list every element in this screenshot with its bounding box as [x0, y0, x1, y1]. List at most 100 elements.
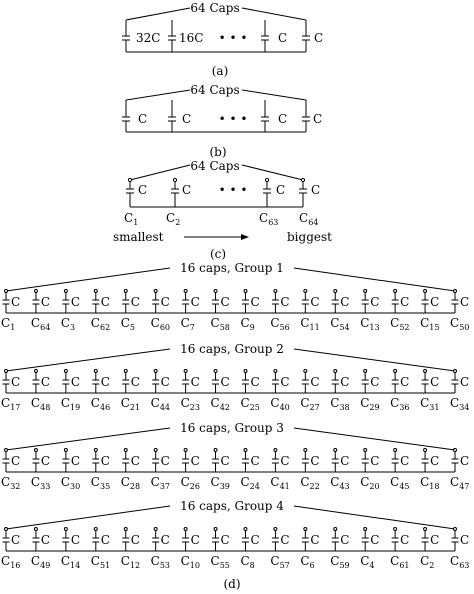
node-label: C40 — [270, 396, 289, 412]
cap-label: C — [221, 375, 230, 389]
node-label-letter: C — [270, 554, 279, 568]
capacitor-1-1 — [2, 291, 10, 313]
node-label-subscript: 8 — [250, 561, 255, 570]
node-label-letter: C — [330, 554, 339, 568]
capacitor-2-14 — [391, 371, 399, 393]
node-label-letter: C — [360, 396, 369, 410]
cap-label: C — [250, 454, 259, 468]
terminal-node — [423, 369, 428, 373]
node-label: C55 — [211, 554, 230, 570]
node-label-letter: C — [330, 316, 339, 330]
node-label-subscript: 59 — [339, 561, 349, 570]
top-fan-right — [293, 267, 456, 292]
capacitor-2-2 — [32, 371, 40, 393]
panel-c-wiring — [126, 164, 307, 208]
node-label-letter: C — [450, 554, 459, 568]
terminal-node — [123, 289, 128, 293]
capacitor-3-3 — [62, 450, 70, 472]
node-label-letter: C — [1, 396, 10, 410]
node-label: C27 — [300, 396, 319, 412]
node-label-subscript: 10 — [190, 561, 200, 570]
panel-b-cap-label-2: C — [182, 112, 191, 126]
node-label-subscript: 4 — [369, 561, 374, 570]
capacitor-3 — [261, 100, 269, 132]
node-label: C64 — [31, 316, 50, 332]
node-label-letter: C — [450, 396, 459, 410]
terminal-node — [127, 177, 133, 183]
terminal-node — [213, 369, 218, 373]
node-label: C59 — [330, 554, 349, 570]
node-label: C19 — [61, 396, 80, 412]
terminal-node — [63, 527, 68, 531]
terminal-node — [423, 448, 428, 452]
cap-label: C — [71, 454, 80, 468]
node-label: C49 — [31, 554, 50, 570]
terminal-node — [333, 527, 338, 531]
capacitor-1-9 — [241, 291, 249, 313]
node-label-letter: C — [31, 316, 40, 330]
capacitor-3-1 — [2, 450, 10, 472]
node-label: C34 — [450, 396, 469, 412]
node-label-subscript: 24 — [250, 482, 260, 491]
node-label-letter: C — [300, 554, 309, 568]
node-label: C2 — [420, 554, 434, 570]
capacitor-2-9 — [241, 371, 249, 393]
top-fan-right — [293, 427, 456, 451]
terminal-node — [172, 177, 178, 183]
cap-label: C — [221, 295, 230, 309]
capacitor-2-8 — [212, 371, 220, 393]
capacitor-2-4 — [92, 371, 100, 393]
cap-label: C — [161, 454, 170, 468]
top-fan-left — [129, 164, 191, 181]
node-label-subscript: 51 — [100, 561, 110, 570]
node-label: C39 — [211, 475, 230, 491]
terminal-node — [363, 289, 368, 293]
capacitor-2-13 — [361, 371, 369, 393]
terminal-node — [93, 289, 98, 293]
node-label: C7 — [181, 316, 195, 332]
node-label-letter: C — [211, 554, 220, 568]
terminal-node — [303, 527, 308, 531]
node-label-subscript: 5 — [130, 323, 135, 332]
node-label-subscript: 25 — [250, 403, 260, 412]
cap-label: C — [11, 533, 20, 547]
group-4-title: 16 caps, Group 4 — [180, 499, 284, 513]
node-label-letter: C — [420, 396, 429, 410]
panel-c-node-c2: C2 — [166, 211, 180, 227]
panel-c-cap-label-1: C — [138, 183, 147, 197]
top-fan-right — [241, 7, 307, 21]
node-label: C47 — [450, 475, 469, 491]
cap-label: C — [191, 454, 200, 468]
terminal-node — [363, 448, 368, 452]
terminal-node — [4, 369, 8, 373]
node-label-subscript: 23 — [190, 403, 200, 412]
node-label-letter: C — [270, 475, 279, 489]
panel-a-label: (a) — [212, 64, 229, 78]
capacitor-2 — [168, 100, 176, 132]
capacitor-1-13 — [361, 291, 369, 313]
node-label-subscript: 53 — [160, 561, 170, 570]
terminal-node — [393, 527, 398, 531]
capacitor-3-16 — [451, 450, 459, 472]
node-label-letter: C — [390, 316, 399, 330]
cap-label: C — [221, 454, 230, 468]
node-label-letter: C — [61, 475, 70, 489]
cap-label: C — [41, 533, 50, 547]
node-label-letter: C — [360, 554, 369, 568]
capacitor-1-6 — [152, 291, 160, 313]
terminal-node — [273, 527, 278, 531]
terminal-node — [4, 527, 8, 531]
cap-label: C — [400, 295, 409, 309]
terminal-node — [153, 369, 158, 373]
node-label-letter: C — [91, 554, 100, 568]
capacitor-4-7 — [182, 529, 190, 551]
terminal-node — [33, 448, 38, 452]
capacitor-1-14 — [391, 291, 399, 313]
node-label-subscript: 54 — [339, 323, 349, 332]
node-label-letter: C — [300, 475, 309, 489]
node-label: C14 — [61, 554, 80, 570]
cap-label: C — [280, 454, 289, 468]
node-label: C54 — [330, 316, 349, 332]
capacitor-1-7 — [182, 291, 190, 313]
node-label-subscript: 33 — [40, 482, 50, 491]
